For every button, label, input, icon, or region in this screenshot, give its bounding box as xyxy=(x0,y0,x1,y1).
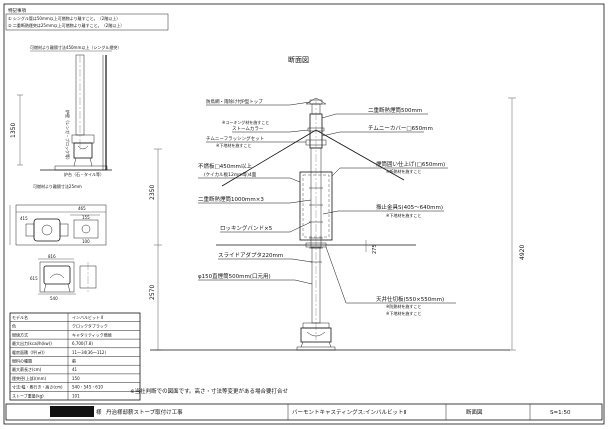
notes-box: 特記事項 ① シングル管は50mm以上可燃物より離すこと。（2階以上） ② 二重… xyxy=(5,7,169,31)
spec-row-value: 11～34(36～112) xyxy=(72,350,106,355)
spec-row-label: 暖房面積（坪(㎡)） xyxy=(12,349,47,355)
dimension-lines: 2350 2570 275 4920 xyxy=(149,97,526,351)
spec-row-value: キャタリティック燃焼 xyxy=(72,331,112,337)
callout-storm-collar-note: ※コーキング材を施すこと xyxy=(222,119,269,125)
left-bottom-label: 可燃材より離隔寸法25mm xyxy=(33,183,82,189)
svg-text:540: 540 xyxy=(50,296,58,301)
spec-row-label: 最大薪長さ(cm) xyxy=(12,366,42,372)
callout-noncombust-sub: (ケイカル板12mm等)4面 xyxy=(204,171,257,178)
callout-storm-collar: ストームカラー xyxy=(232,126,264,132)
callout-chimney-cover: チムニーカバー□650mm xyxy=(368,125,433,132)
callout-slide: スライドアダプタ220mm xyxy=(218,251,283,259)
spec-row-label: 寸法:幅・奥行き・高さ(cm) xyxy=(12,384,63,390)
callout-box: 煙筒囲い仕上げ(□650mm) xyxy=(376,160,445,168)
spec-row-label: ストーブ重量(kg) xyxy=(12,392,44,398)
spec-row-label: 煙突径(上部)(mm) xyxy=(12,375,46,381)
callout-single-500: φ150直煙筒500mm(口元用) xyxy=(198,272,271,280)
roof-right xyxy=(315,129,405,181)
dim-2350: 2350 xyxy=(149,185,156,200)
plan-view-top: 465 415 155 100 xyxy=(9,204,107,246)
callout-bracket: 振止金具S(405～640mm) xyxy=(376,203,443,211)
spec-row-value: 薪 xyxy=(72,358,76,364)
redacted-customer-name xyxy=(50,406,94,417)
spec-row-label: 燃料の種類 xyxy=(12,358,32,364)
title-drawing: 断面図 xyxy=(466,408,483,416)
title-project: 丹治様邸薪ストーブ取付け工事 xyxy=(106,408,183,416)
dim-2570: 2570 xyxy=(149,285,156,300)
disclaimer: ※当社判断での図面です。高さ・寸法等変更がある場合要打合せ xyxy=(130,387,289,395)
spec-row-value: 101 xyxy=(72,393,80,398)
callout-bracket-note: ※下地材を施すこと xyxy=(386,212,421,218)
spec-row-label: 色 xyxy=(12,323,16,329)
svg-text:100: 100 xyxy=(82,239,90,244)
callout-chimney-1000: 二重断熱煙筒1000mm×3 xyxy=(198,195,264,203)
spec-row-value: 150 xyxy=(72,376,80,381)
spec-row-value: インバルビット Ⅱ xyxy=(72,314,103,320)
callout-flashing: チムニーフラッシングセット xyxy=(206,135,264,142)
title-customer-suffix: 様 xyxy=(96,408,102,416)
notes-line1: ① シングル管は50mm以上可燃物より離すこと。（2階以上） xyxy=(8,15,120,21)
notes-line2: ② 二重断熱煙突は25mm以上可燃物より離すこと。（2階以上） xyxy=(8,22,124,28)
callout-ceiling-note2: ※下地材を施すこと xyxy=(386,310,421,316)
callout-noncombust: 不燃板□450mm以上 xyxy=(198,162,252,170)
drawing-title: 断面図 xyxy=(288,55,309,64)
callout-flashing-note: ※下地材を施すこと xyxy=(216,142,251,148)
callouts-right: 二重断熱煙筒500mm チムニーカバー□650mm 煙筒囲い仕上げ(□650mm… xyxy=(321,106,456,316)
spec-row-label: 最大出力(kcal/h(kw)) xyxy=(12,340,52,346)
left-wall-label: 炉壁（レンガ・ブロック等） xyxy=(65,110,71,162)
dim-4920: 4920 xyxy=(519,245,526,260)
main-stove xyxy=(296,322,336,351)
svg-text:615: 615 xyxy=(30,276,38,281)
svg-text:816: 816 xyxy=(48,254,56,259)
title-product: バーモントキャスティングス:インバルビットⅡ xyxy=(292,408,407,416)
callouts-left: 防鳥網・雨除け付P型トップ ※コーキング材を施すこと ストームカラー チムニーフ… xyxy=(198,98,313,285)
left-top-label: 可燃材より離隔寸法450mm以上（シングル煙突） xyxy=(30,44,121,50)
title-scale: S=1:50 xyxy=(550,410,571,416)
dim-1350: 1350 xyxy=(10,123,17,138)
callout-box-note: ※断熱材を施すこと xyxy=(386,168,421,174)
svg-text:415: 415 xyxy=(20,216,28,221)
callout-ceiling-note1: ※防熱材を施すこと xyxy=(386,303,421,309)
spec-row-value: 540・545・610 xyxy=(72,385,103,390)
left-elevation: 可燃材より離隔寸法450mm以上（シングル煙突） 炉壁（レンガ・ブロック等） 1… xyxy=(10,44,121,189)
notes-title: 特記事項 xyxy=(8,7,26,14)
sheet-frame xyxy=(3,3,605,425)
callout-cap: 防鳥網・雨除け付P型トップ xyxy=(206,98,263,105)
spec-row-value: 41 xyxy=(72,367,78,372)
svg-text:155: 155 xyxy=(82,215,90,220)
dim-275: 275 xyxy=(372,244,378,254)
callout-chimney-500: 二重断熱煙筒500mm xyxy=(368,106,422,114)
callout-ceiling: 天井仕切板(550×550mm) xyxy=(376,295,444,303)
left-stove xyxy=(71,134,95,167)
svg-text:465: 465 xyxy=(78,206,86,211)
plan-view-front: 816 615 540 xyxy=(30,254,97,301)
spec-row-label: 燃焼方式 xyxy=(12,331,28,337)
spec-row-value: 6,700(7.8) xyxy=(72,341,93,346)
callout-lock-band: ロッキングバンド×5 xyxy=(220,224,273,232)
main-section: 断面図 xyxy=(149,55,526,351)
title-block: 様 丹治様邸薪ストーブ取付け工事 バーモントキャスティングス:インバルビットⅡ … xyxy=(5,403,603,421)
left-floor-label: 炉台（石・タイル等） xyxy=(64,171,104,177)
left-hearth xyxy=(54,165,108,171)
roof-left xyxy=(221,129,317,187)
spec-row-value: クロックタブラック xyxy=(72,323,108,329)
spec-row-label: モデル名 xyxy=(12,314,28,320)
